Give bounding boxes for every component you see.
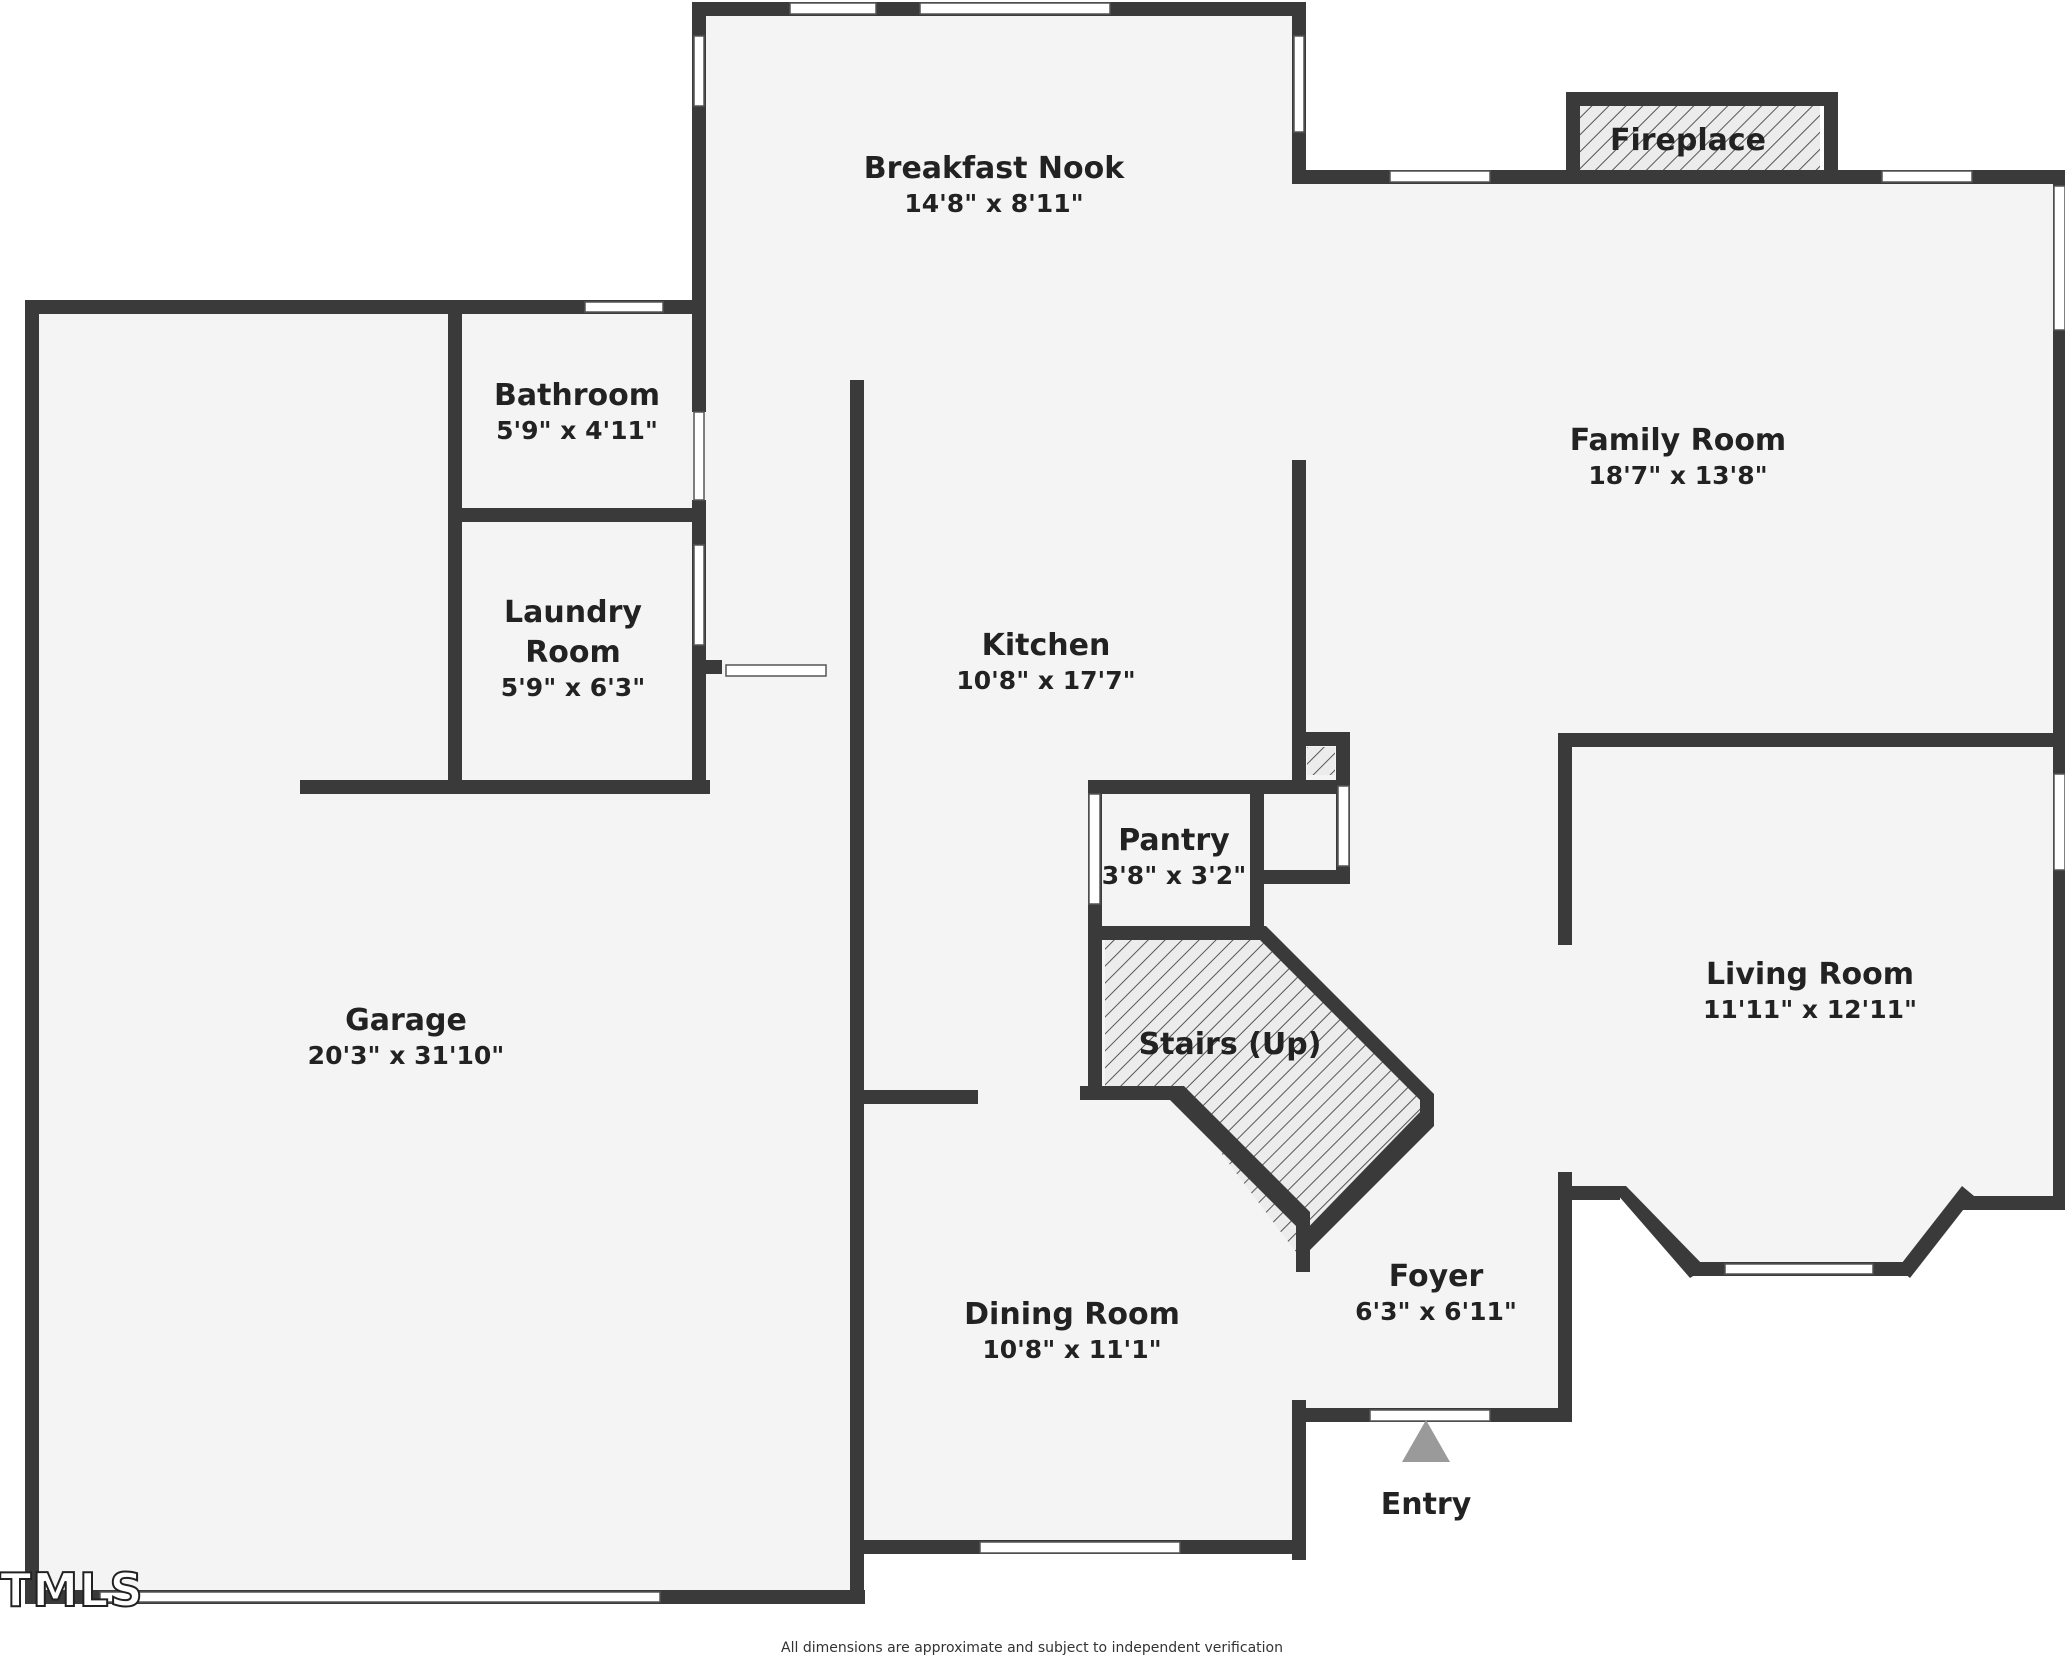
pantry-name: Pantry — [1118, 823, 1230, 858]
breakfast-nook-dims: 14'8" x 8'11" — [904, 189, 1083, 218]
family-room-dims: 18'7" x 13'8" — [1588, 461, 1767, 490]
living-room-name: Living Room — [1706, 957, 1914, 992]
family-room-name: Family Room — [1570, 423, 1786, 458]
windows — [99, 2, 2065, 1603]
room-label-garage: Garage 20'3" x 31'10" — [308, 1003, 505, 1070]
bathroom-dims: 5'9" x 4'11" — [496, 416, 658, 445]
room-label-kitchen: Kitchen 10'8" x 17'7" — [956, 628, 1135, 695]
entry-arrow-icon — [1402, 1420, 1450, 1462]
breakfast-nook-name: Breakfast Nook — [864, 151, 1125, 186]
room-label-living-room: Living Room 11'11" x 12'11" — [1703, 957, 1917, 1024]
garage-dims: 20'3" x 31'10" — [308, 1041, 505, 1070]
room-label-stairs: Stairs (Up) — [1139, 1027, 1322, 1062]
laundry-room-dims: 5'9" x 6'3" — [501, 673, 645, 702]
room-label-foyer: Foyer 6'3" x 6'11" — [1355, 1259, 1517, 1326]
laundry-room-name-line1: Laundry — [504, 595, 642, 630]
living-room-dims: 11'11" x 12'11" — [1703, 995, 1917, 1024]
room-label-laundry-room: Laundry Room 5'9" x 6'3" — [501, 595, 645, 702]
bathroom-name: Bathroom — [494, 378, 660, 413]
stairs-name: Stairs (Up) — [1139, 1027, 1322, 1062]
room-label-pantry: Pantry 3'8" x 3'2" — [1102, 823, 1246, 890]
stairs-area — [1105, 938, 1430, 1268]
floor-area — [32, 12, 2053, 1593]
dining-room-name: Dining Room — [964, 1297, 1180, 1332]
room-label-dining-room: Dining Room 10'8" x 11'1" — [964, 1297, 1180, 1364]
room-label-bathroom: Bathroom 5'9" x 4'11" — [494, 378, 660, 445]
room-label-family-room: Family Room 18'7" x 13'8" — [1570, 423, 1786, 490]
garage-name: Garage — [345, 1003, 467, 1038]
foyer-dims: 6'3" x 6'11" — [1355, 1297, 1517, 1326]
mls-watermark: TMLS — [0, 1563, 144, 1617]
fireplace-hearth — [1578, 102, 1820, 170]
foyer-name: Foyer — [1389, 1259, 1484, 1294]
disclaimer-text: All dimensions are approximate and subje… — [781, 1640, 1283, 1656]
closet-hatch — [1307, 747, 1335, 775]
pantry-dims: 3'8" x 3'2" — [1102, 861, 1246, 890]
kitchen-dims: 10'8" x 17'7" — [956, 666, 1135, 695]
entry-label: Entry — [1381, 1487, 1472, 1522]
room-label-breakfast-nook: Breakfast Nook 14'8" x 8'11" — [864, 151, 1125, 218]
laundry-room-name-line2: Room — [525, 635, 621, 670]
fireplace-label: Fireplace — [1610, 123, 1766, 158]
kitchen-name: Kitchen — [982, 628, 1111, 663]
dining-room-dims: 10'8" x 11'1" — [982, 1335, 1161, 1364]
